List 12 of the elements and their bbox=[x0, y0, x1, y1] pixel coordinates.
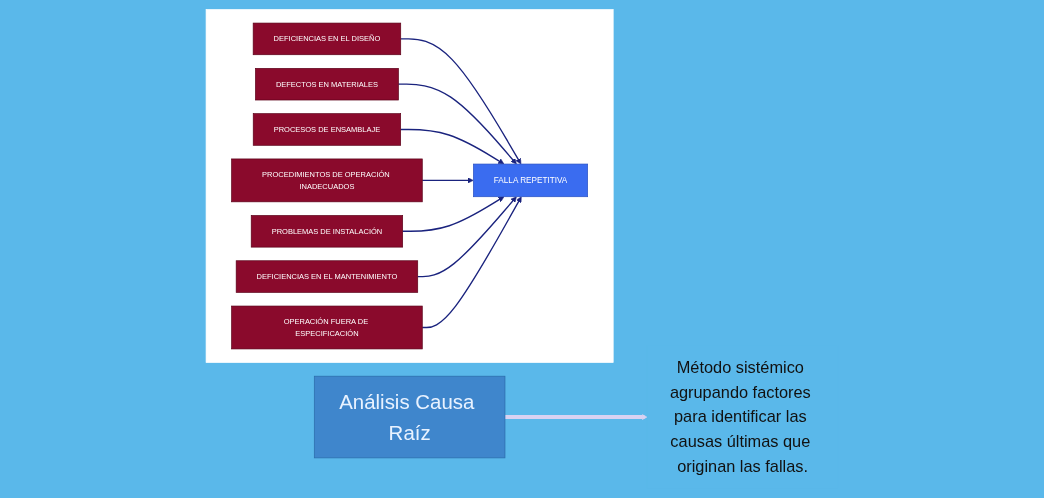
arrow bbox=[421, 196, 522, 329]
arrow bbox=[402, 196, 505, 232]
arrow bbox=[421, 177, 474, 184]
node-text: Método sistémico agrupando factores para identificar las causas últimas que originan las fallas. bbox=[669, 358, 811, 475]
arrow bbox=[504, 414, 648, 421]
arrow bbox=[417, 196, 517, 278]
node-box: FALLA REPETITIVA bbox=[473, 163, 588, 198]
cluster bbox=[205, 9, 614, 363]
arrow bbox=[400, 38, 522, 165]
arrow bbox=[400, 128, 505, 165]
node-box: Análisis Causa Raíz bbox=[313, 375, 506, 459]
arrow bbox=[397, 83, 517, 165]
